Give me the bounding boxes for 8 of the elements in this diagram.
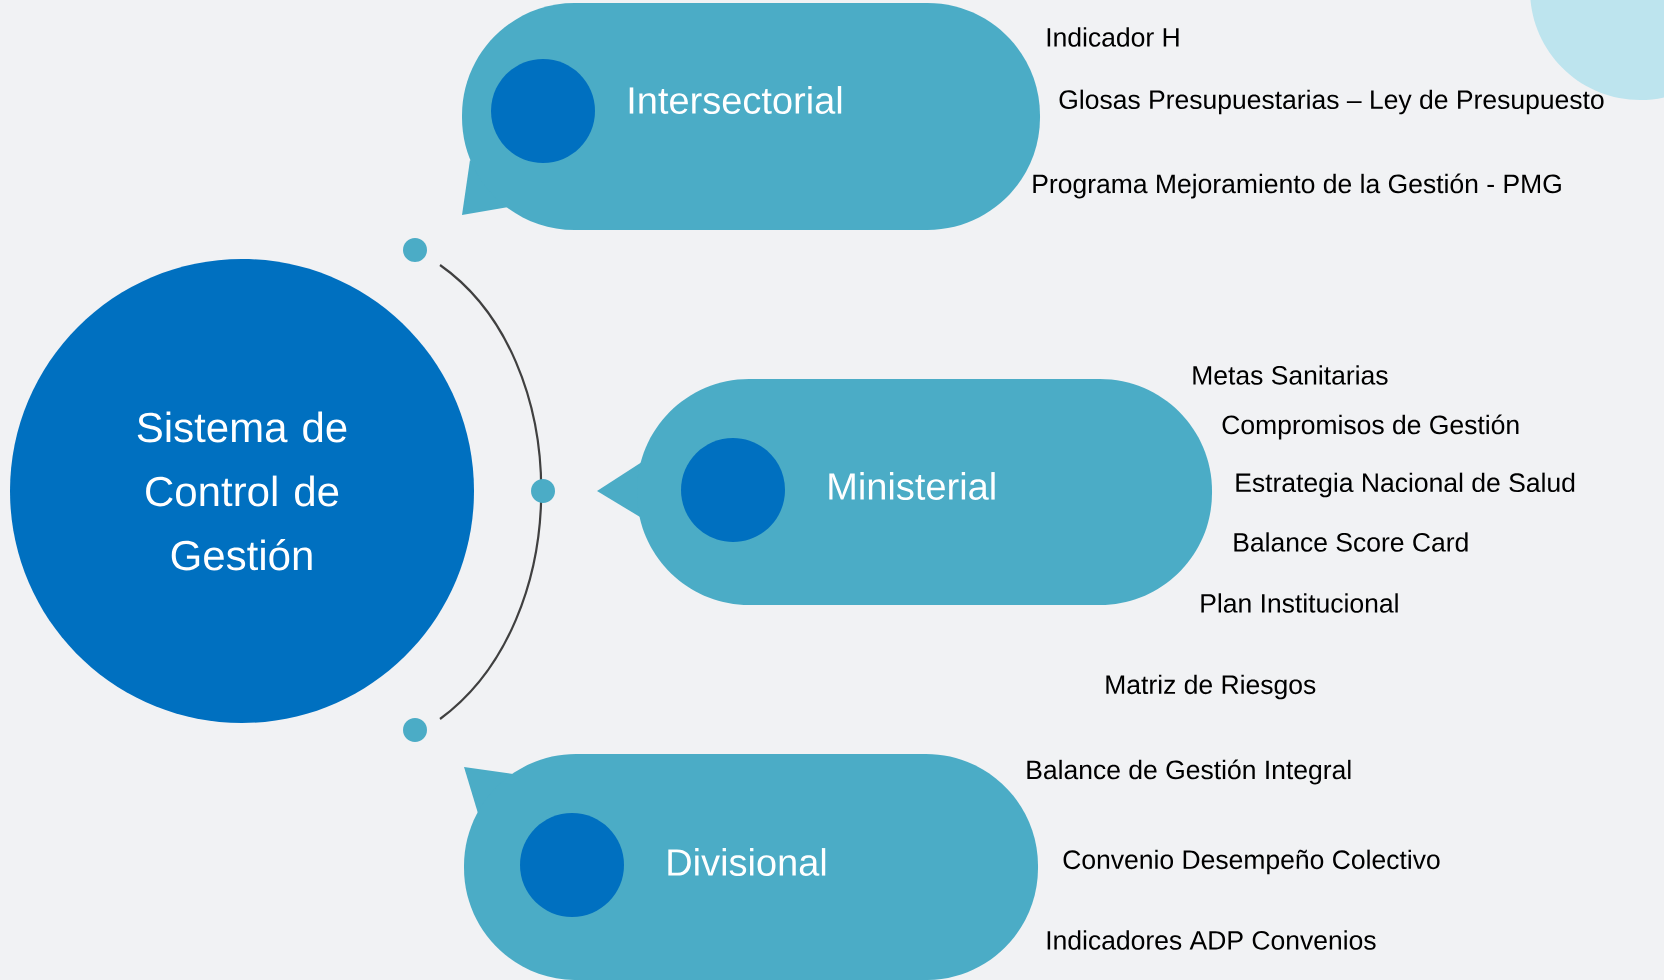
list-item: Convenio Desempeño Colectivo	[1063, 849, 1440, 875]
list-item: Compromisos de Gestión	[1222, 414, 1519, 440]
list-item: Indicadores ADP Convenios	[1047, 930, 1376, 950]
list-item: Matriz de Riesgos	[1106, 674, 1316, 700]
list-item: Estrategia Nacional de Salud	[1236, 472, 1575, 498]
list-item: Glosas Presupuestarias – Ley de Presupuesto	[1059, 89, 1604, 115]
list-item: Balance Score Card	[1234, 532, 1468, 552]
list-item: Indicador H	[1047, 27, 1179, 47]
